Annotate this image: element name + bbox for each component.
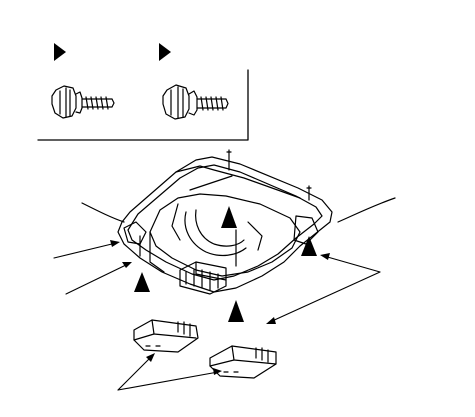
leader-line <box>269 271 381 323</box>
screw-pin <box>306 185 312 201</box>
housing-top-edge <box>175 165 301 199</box>
leader-line <box>53 242 117 259</box>
triangle-marker-icon <box>221 206 237 228</box>
leader-line <box>323 255 381 273</box>
headliner-line <box>337 197 396 223</box>
triangle-marker-icon <box>54 43 66 61</box>
triangle-marker-icon <box>159 43 171 61</box>
housing-rim-inner <box>127 164 323 281</box>
arrowhead-icon <box>110 240 120 247</box>
flange-bolt-icon <box>51 85 115 119</box>
housing-wall <box>149 231 165 273</box>
arrowhead-icon <box>213 368 222 375</box>
arrowhead-icon <box>320 253 330 260</box>
mounting-boss <box>171 203 181 241</box>
leader-lines <box>53 240 381 391</box>
headliner-line <box>81 202 125 223</box>
triangle-marker-icon <box>228 300 244 322</box>
connector-block <box>179 261 227 295</box>
fastener-legend <box>37 43 249 141</box>
housing-wall <box>247 221 263 251</box>
leader-line <box>117 355 153 391</box>
bracket-tab <box>123 221 147 245</box>
arrowhead-icon <box>146 353 155 362</box>
arrowhead-icon <box>122 262 132 268</box>
bracket-tab <box>293 215 319 245</box>
retaining-clip <box>133 319 199 353</box>
mounting-boss <box>195 209 245 247</box>
overhead-console-housing <box>81 149 396 322</box>
housing-top-edge <box>189 175 233 191</box>
retaining-clip <box>209 345 277 379</box>
leader-line <box>65 263 129 295</box>
flange-bolt-icon <box>162 84 229 120</box>
legend-frame <box>37 69 249 141</box>
housing-rim <box>117 156 333 293</box>
housing-body <box>149 193 301 277</box>
arrowhead-icon <box>266 317 276 324</box>
leader-line <box>117 371 219 391</box>
triangle-marker-icon <box>134 272 150 292</box>
mounting-boss <box>184 211 247 257</box>
screw-pin <box>226 149 232 171</box>
triangle-marker-icon <box>301 236 317 256</box>
